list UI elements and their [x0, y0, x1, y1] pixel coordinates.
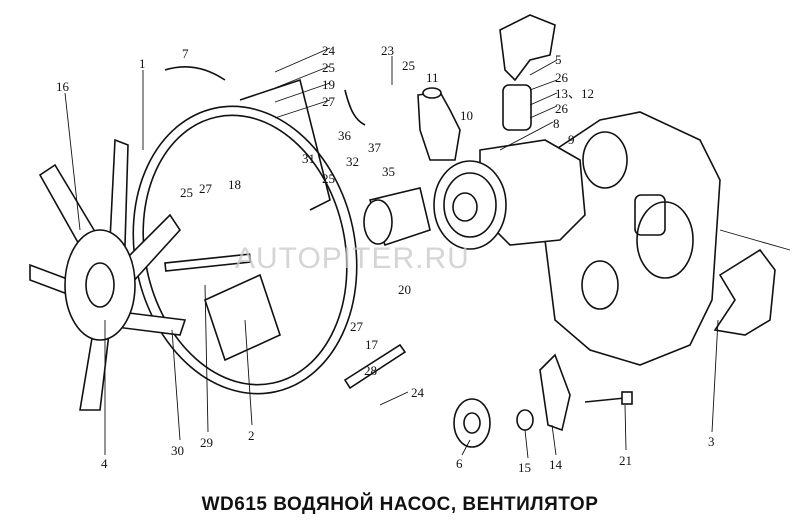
callout-17: 17: [365, 337, 379, 352]
callout-30: 30: [171, 443, 184, 458]
callout-25: 25: [322, 60, 335, 75]
callout-26: 26: [555, 101, 569, 116]
callout-25: 25: [322, 171, 335, 186]
callout-13-12: 13、12: [555, 86, 594, 101]
callout-24: 24: [322, 43, 336, 58]
callout-16: 16: [56, 79, 70, 94]
callout-28: 28: [364, 363, 377, 378]
callout-31: 31: [302, 151, 315, 166]
pulley-assembly: [453, 353, 633, 448]
callout-26: 26: [555, 70, 569, 85]
bracket-3: [713, 248, 776, 336]
callout-11: 11: [426, 70, 439, 85]
callout-8: 8: [553, 116, 560, 131]
callout-10: 10: [460, 108, 473, 123]
callout-7: 7: [182, 46, 189, 61]
callout-37: 37: [368, 140, 382, 155]
callout-6: 6: [456, 456, 463, 471]
callout-36: 36: [338, 128, 352, 143]
callout-9: 9: [568, 132, 575, 147]
callout-27: 27: [199, 181, 213, 196]
callout-25: 25: [402, 58, 415, 73]
callout-21: 21: [619, 453, 632, 468]
timing-cover: [544, 111, 721, 366]
callout-2: 2: [248, 428, 255, 443]
thermostat-housing: [417, 14, 556, 161]
callout-25: 25: [180, 185, 193, 200]
hose: [344, 89, 366, 126]
leader-lines: [64, 47, 791, 459]
callout-18: 18: [228, 177, 241, 192]
watermark: AUTOPITER.RU: [235, 242, 470, 275]
callout-14: 14: [549, 457, 563, 472]
callout-19: 19: [322, 77, 335, 92]
callout-23: 23: [381, 43, 394, 58]
callout-35: 35: [382, 164, 395, 179]
callout-3: 3: [708, 434, 715, 449]
callout-29: 29: [200, 435, 213, 450]
diagram-title: WD615 ВОДЯНОЙ НАСОС, ВЕНТИЛЯТОР: [201, 494, 599, 515]
callout-27: 27: [322, 94, 336, 109]
callout-5: 5: [555, 52, 562, 67]
callout-20: 20: [398, 282, 411, 297]
callout-15: 15: [518, 460, 531, 475]
strap: [343, 343, 407, 390]
callout-32: 32: [346, 154, 359, 169]
fan: [29, 138, 252, 411]
callout-1: 1: [139, 56, 146, 71]
callout-labels: 7 24 25 19 27 1 16 23 25 11 5 26 13、12 2…: [56, 43, 715, 475]
callout-4: 4: [101, 456, 108, 471]
callout-27: 27: [350, 319, 364, 334]
spacer: [363, 187, 431, 247]
callout-24: 24: [411, 385, 425, 400]
water-pump: [433, 139, 586, 250]
